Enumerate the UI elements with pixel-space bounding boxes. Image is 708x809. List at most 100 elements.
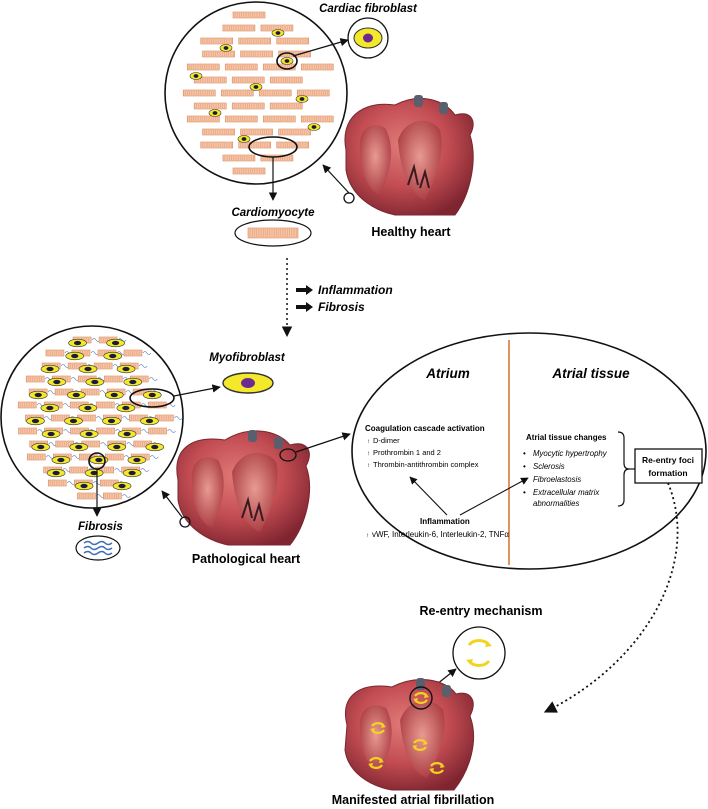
muscle-fiber: [278, 128, 311, 136]
muscle-fiber: [232, 11, 266, 19]
fibrosis-label: Fibrosis: [78, 521, 123, 533]
muscle-fiber: [276, 37, 310, 45]
pathological-tissue-group: [0, 325, 184, 509]
inflammation-to-coag-arrow: [409, 476, 448, 516]
atrial-tissue-title: Atrial tissue: [551, 366, 630, 381]
fibrosis-arrow-icon: [296, 302, 313, 312]
muscle-fiber: [103, 375, 123, 383]
fibroblast-arrow: [292, 38, 349, 57]
af-sample-circle: [409, 686, 433, 710]
svg-text:↑: ↑: [367, 450, 370, 457]
reentry-box-line1: Re-entry foci: [642, 455, 694, 465]
muscle-fiber: [224, 115, 258, 123]
healthy-tissue-group: [164, 1, 348, 185]
tissue-change-ecm: Extracellular matrix: [533, 488, 600, 497]
inflammation-step-label: Inflammation: [318, 283, 393, 297]
svg-text:•: •: [523, 488, 526, 497]
healthy-fibroblasts: [189, 29, 321, 143]
muscle-fiber: [278, 50, 311, 58]
muscle-fiber: [17, 401, 37, 409]
muscle-fiber: [25, 375, 45, 383]
fibrosis-strand: [150, 455, 159, 459]
reentry-mechanism-label: Re-entry mechanism: [420, 604, 543, 618]
muscle-fiber: [123, 349, 143, 357]
fibrosis-strand: [148, 377, 158, 381]
coagulation-list: ↑ D-dimer ↑ Prothrombin 1 and 2 ↑ Thromb…: [367, 436, 479, 469]
cardiomyocyte-cell: [247, 227, 299, 239]
myofibroblasts: [26, 338, 165, 491]
reentry-foci-box: [634, 448, 703, 484]
svg-text:↑: ↑: [367, 438, 370, 445]
atrium-sample-circle: [279, 448, 297, 462]
svg-text:•: •: [523, 449, 526, 458]
fibrosis-strand: [174, 416, 183, 420]
muscle-fiber: [232, 167, 266, 175]
muscle-fiber: [224, 63, 258, 71]
muscle-fiber: [240, 128, 273, 136]
healthy-tissue-circle: [164, 1, 348, 185]
healthy-heart-label: Healthy heart: [371, 225, 451, 239]
muscle-fiber: [231, 102, 265, 110]
muscle-fiber: [296, 89, 330, 97]
muscle-fiber: [202, 50, 235, 58]
muscle-fiber: [260, 154, 294, 162]
coag-item-tat: Thrombin-antithrombin complex: [373, 460, 479, 469]
fibrosis-wave-icon: [83, 540, 113, 556]
muscle-fiber: [220, 89, 254, 97]
reentry-to-af-arrow: [543, 482, 679, 713]
manifested-af-label: Manifested atrial fibrillation: [332, 793, 495, 807]
inflammation-title: Inflammation: [420, 517, 470, 526]
muscle-fiber: [262, 115, 296, 123]
reentry-zoom-circle: [452, 626, 506, 680]
myofibroblast-arrow: [173, 384, 221, 397]
muscle-fiber: [103, 492, 122, 500]
muscle-fiber: [96, 427, 115, 435]
cardiac-fibroblast-label: Cardiac fibroblast: [319, 3, 418, 15]
muscle-fiber: [186, 115, 220, 123]
reentry-loop-icon: [466, 639, 492, 667]
muscle-fiber: [26, 453, 46, 461]
fibroblast-nucleus: [363, 33, 373, 43]
muscle-fiber: [238, 37, 272, 45]
muscle-fiber: [77, 492, 96, 500]
svg-text:•: •: [523, 475, 526, 484]
muscle-fiber: [200, 141, 234, 149]
svg-text:↑: ↑: [367, 462, 370, 469]
af-heart-illustration: [344, 678, 475, 791]
muscle-fiber: [182, 89, 216, 97]
muscle-fiber: [193, 76, 227, 84]
atrium-sample-arrow: [295, 432, 351, 453]
muscle-fiber: [247, 227, 299, 239]
muscle-fiber: [238, 141, 272, 149]
muscle-fiber: [276, 141, 310, 149]
fibrosis-strand: [167, 429, 176, 433]
muscle-fiber: [202, 128, 235, 136]
coag-item-prothrombin: Prothrombin 1 and 2: [373, 448, 441, 457]
healthy-heart-sample-circle: [343, 192, 355, 204]
muscle-fiber: [300, 115, 334, 123]
fibroblast-highlight: [276, 52, 298, 70]
muscle-fiber: [186, 63, 220, 71]
inflammation-markers: vWF, Interleukin-6, Interleukin-2, TNFα: [372, 530, 509, 539]
atrium-title: Atrium: [425, 366, 470, 381]
muscle-fiber: [258, 89, 292, 97]
healthy-heart-illustration: [344, 95, 474, 216]
muscle-fiber: [69, 466, 88, 474]
pathological-heart-illustration: [176, 430, 311, 546]
fibrosis-strand: [138, 364, 148, 368]
pathological-heart-sample-circle: [179, 516, 191, 528]
muscle-fiber: [18, 427, 37, 435]
myofibroblast-nucleus: [241, 378, 255, 388]
myofibroblast-label: Myofibroblast: [209, 352, 286, 364]
muscle-fiber: [45, 349, 65, 357]
muscle-fiber: [269, 102, 303, 110]
svg-text:↑: ↑: [366, 532, 369, 539]
inflammation-arrow-icon: [296, 285, 313, 295]
muscle-fiber: [300, 63, 334, 71]
pathological-heart-label: Pathological heart: [192, 552, 301, 566]
atrium-panel: Atrium Atrial tissue Coagulation cascade…: [351, 332, 707, 570]
muscle-fiber: [240, 50, 273, 58]
pathological-sample-arrow: [161, 490, 183, 518]
fibrosis-strand: [142, 351, 152, 355]
